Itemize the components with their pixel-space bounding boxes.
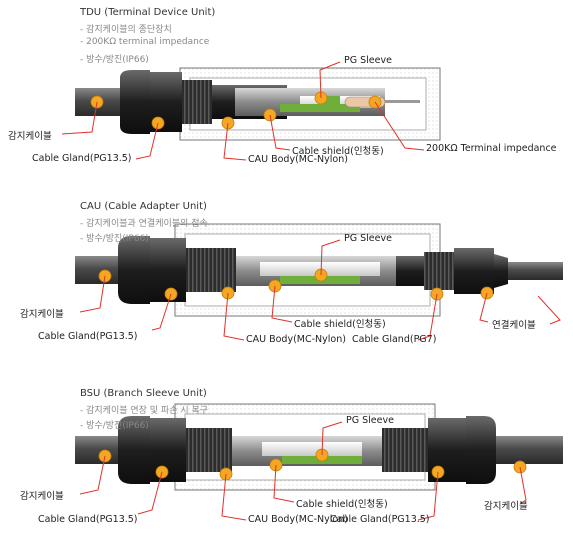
bsu-label-cable-gland-right: Cable Gland(PG13.5) [330,514,430,525]
cau-title: CAU (Cable Adapter Unit) [80,201,207,212]
cau-label-sense-cable: 감지케이블 [20,309,64,320]
bsu-title: BSU (Branch Sleeve Unit) [80,388,207,399]
tdu-label-cable-shield: Cable shield(인청동) [292,146,384,157]
cau-connection-cable [508,262,563,280]
cau-label-cau-body: CAU Body(MC-Nylon) [246,334,346,345]
cau-callouts [79,239,561,341]
bsu-callouts [79,421,527,521]
cau-label-pg-sleeve: PG Sleeve [344,233,392,244]
tdu-bullet-2: - 200KΩ terminal impedance [80,37,210,47]
bsu-label-cable-shield: Cable shield(인청동) [296,499,388,510]
bsu-label-sense-cable-right: 감지케이블 [484,501,528,512]
tdu-bullet-3: - 방수/방진(IP66) [80,55,149,65]
tdu-callouts [61,61,425,161]
cau-bullet-1: - 감지케이블과 연결케이블의 접속 [80,219,208,229]
tdu-cable-gland-cap [120,70,150,134]
tdu-gland-thread [182,80,212,124]
tdu-title: TDU (Terminal Device Unit) [80,7,216,18]
tdu-label-terminal-impedance: 200KΩ Terminal impedance [426,143,557,154]
bsu-label-sense-cable-left: 감지케이블 [20,491,64,502]
cau-cable-gland-right [454,248,494,294]
bsu-sense-cable-right [496,436,563,464]
bsu-bullet-1: - 감지케이블 연장 및 파손 시 복구 [80,406,209,416]
cau-label-connection-cable: 연결케이블 [492,320,536,331]
cau-bullet-2: - 방수/방진(IP66) [80,234,149,244]
tdu-label-pg-sleeve: PG Sleeve [344,55,392,66]
bsu-drawing [75,403,563,491]
tdu-label-cau-body: CAU Body(MC-Nylon) [248,154,348,165]
bsu-label-pg-sleeve: PG Sleeve [346,415,394,426]
tdu-drawing [75,67,441,141]
cau-label-cable-gland-right: Cable Gland(PG7) [352,334,437,345]
cau-label-cable-gland-left: Cable Gland(PG13.5) [38,331,138,342]
tdu-bullet-1: - 감지케이블의 종단장치 [80,25,172,35]
tdu-label-sense-cable: 감지케이블 [8,131,52,142]
cau-label-cable-shield: Cable shield(인청동) [294,319,386,330]
bsu-label-cable-gland-left: Cable Gland(PG13.5) [38,514,138,525]
cau-drawing [75,223,563,317]
tdu-shield [280,104,360,112]
cau-cable-gland-left-cap [118,236,150,304]
bsu-label-cau-body: CAU Body(MC-Nylon) [248,514,348,525]
bsu-bullet-2: - 방수/방진(IP66) [80,421,149,431]
tdu-label-cable-gland: Cable Gland(PG13.5) [32,153,132,164]
